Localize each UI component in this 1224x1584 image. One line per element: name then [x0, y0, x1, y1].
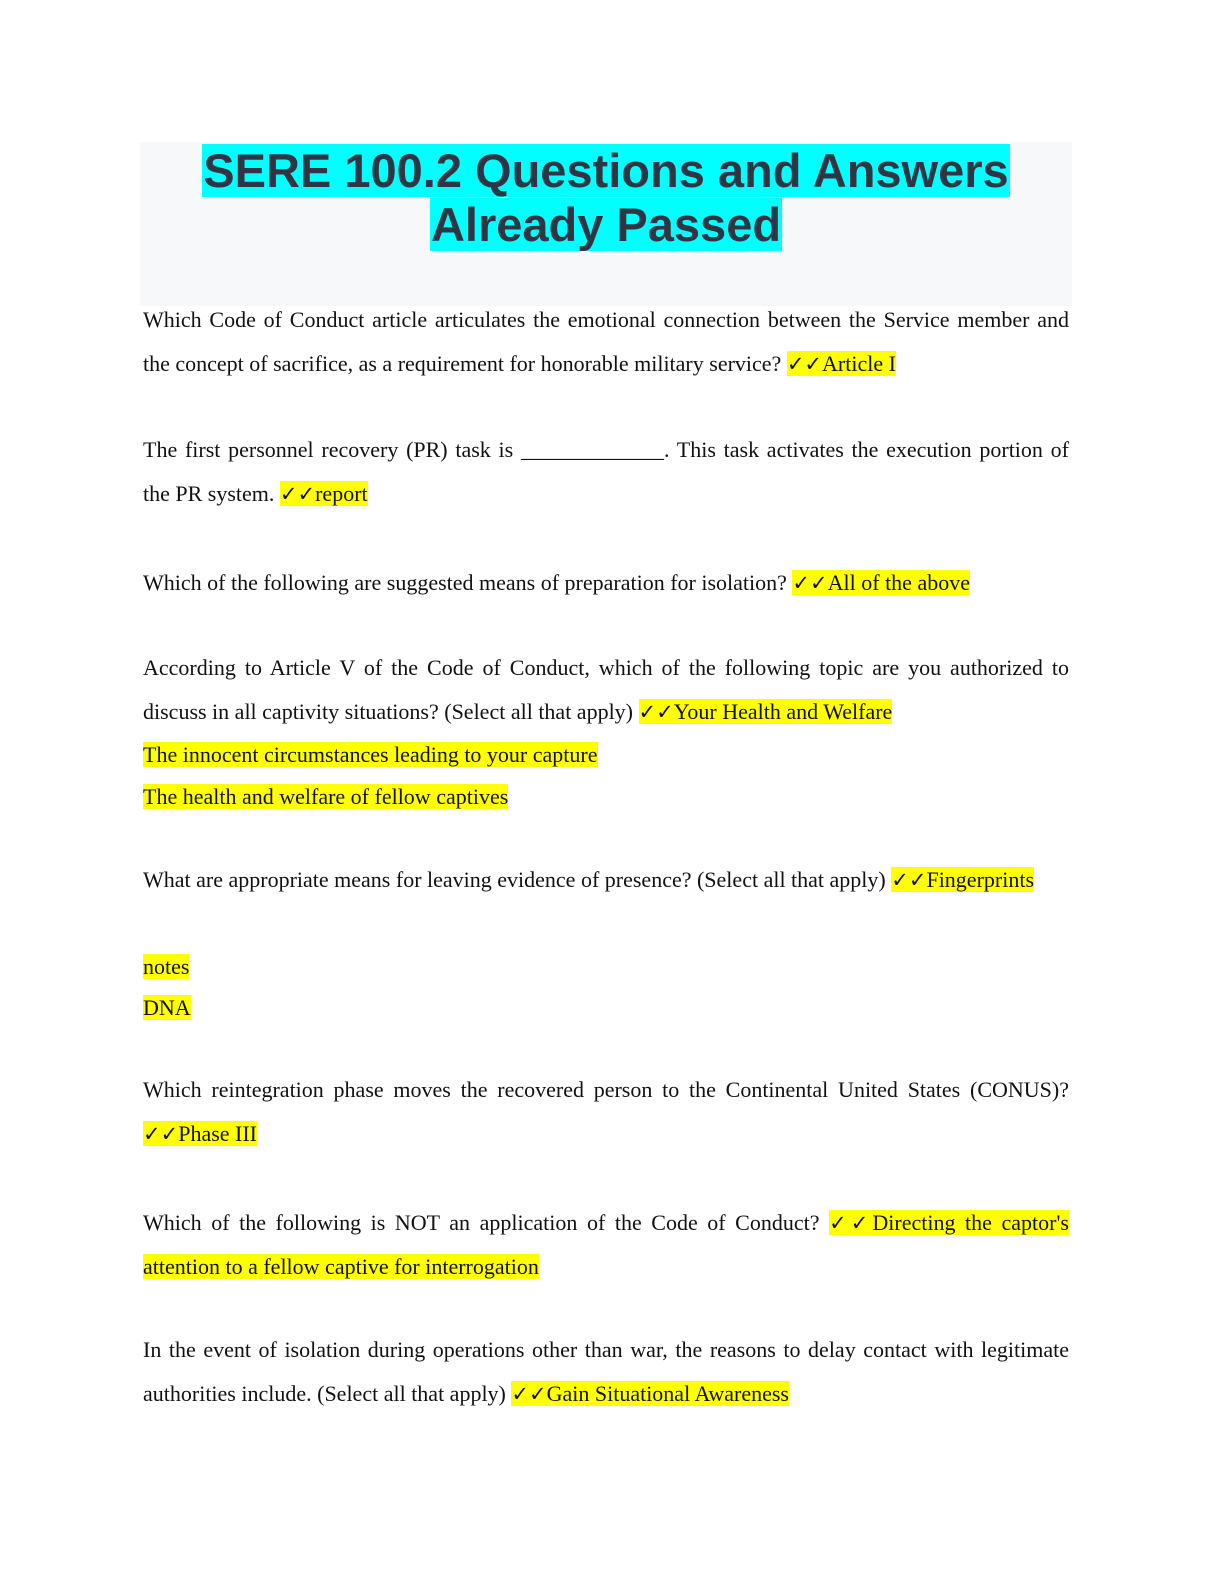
check-icon: ✓✓ — [829, 1211, 873, 1235]
check-icon: ✓✓ — [279, 482, 316, 506]
question-text: According to Article V of the Code of Co… — [143, 655, 1069, 724]
question-text: Which of the following is NOT an applica… — [143, 1210, 820, 1235]
qa-item-7: Which of the following is NOT an applica… — [143, 1201, 1069, 1289]
title-block: SERE 100.2 Questions and Answers Already… — [140, 142, 1072, 306]
qa-item-5: What are appropriate means for leaving e… — [143, 858, 1069, 902]
answer-text: All of the above — [827, 570, 970, 595]
check-icon: ✓✓ — [792, 571, 828, 595]
check-icon: ✓✓ — [511, 1382, 547, 1406]
qa-item-4: According to Article V of the Code of Co… — [143, 646, 1069, 734]
answer-highlight: ✓✓report — [279, 481, 368, 506]
question-text: Which of the following are suggested mea… — [143, 570, 787, 595]
question-text: Which reintegration phase moves the reco… — [143, 1077, 1069, 1102]
answer-extra-line: The innocent circumstances leading to yo… — [143, 742, 598, 767]
answer-text: Your Health and Welfare — [673, 699, 893, 724]
page-title-line-1: SERE 100.2 Questions and Answers — [202, 144, 1010, 197]
question-text: Which Code of Conduct article articulate… — [143, 307, 1069, 376]
answer-highlight: ✓✓Fingerprints — [891, 867, 1035, 892]
page-title-line-2: Already Passed — [429, 198, 783, 251]
qa-item-8: In the event of isolation during operati… — [143, 1328, 1069, 1416]
question-text: What are appropriate means for leaving e… — [143, 867, 886, 892]
answer-text: report — [315, 481, 368, 506]
qa-item-1: Which Code of Conduct article articulate… — [143, 298, 1069, 386]
check-icon: ✓✓ — [638, 700, 674, 724]
answer-highlight: ✓✓Gain Situational Awareness — [511, 1381, 789, 1406]
answer-text: Gain Situational Awareness — [546, 1381, 789, 1406]
answer-extra-line: DNA — [143, 995, 191, 1020]
answer-highlight: ✓✓Article I — [786, 351, 896, 376]
answer-text: Phase III — [178, 1121, 258, 1146]
qa-item-6: Which reintegration phase moves the reco… — [143, 1068, 1069, 1156]
check-icon: ✓✓ — [891, 868, 927, 892]
check-icon: ✓✓ — [786, 352, 823, 376]
question-text: In the event of isolation during operati… — [143, 1337, 1069, 1406]
check-icon: ✓✓ — [143, 1122, 179, 1146]
qa-item-2: The first personnel recovery (PR) task i… — [143, 428, 1069, 516]
answer-text: Fingerprints — [926, 867, 1035, 892]
answer-text: Article I — [822, 351, 896, 376]
question-text: The first personnel recovery (PR) task i… — [143, 437, 1069, 506]
answer-highlight: ✓✓All of the above — [792, 570, 970, 595]
answer-highlight: ✓✓Your Health and Welfare — [638, 699, 893, 724]
answer-extra-line: The health and welfare of fellow captive… — [143, 784, 509, 809]
answer-text: Directing the captor's attention to a fe… — [143, 1210, 1069, 1279]
answer-extra-line: notes — [143, 954, 190, 979]
answer-highlight: ✓✓Phase III — [143, 1121, 258, 1146]
qa-item-3: Which of the following are suggested mea… — [143, 561, 1069, 605]
